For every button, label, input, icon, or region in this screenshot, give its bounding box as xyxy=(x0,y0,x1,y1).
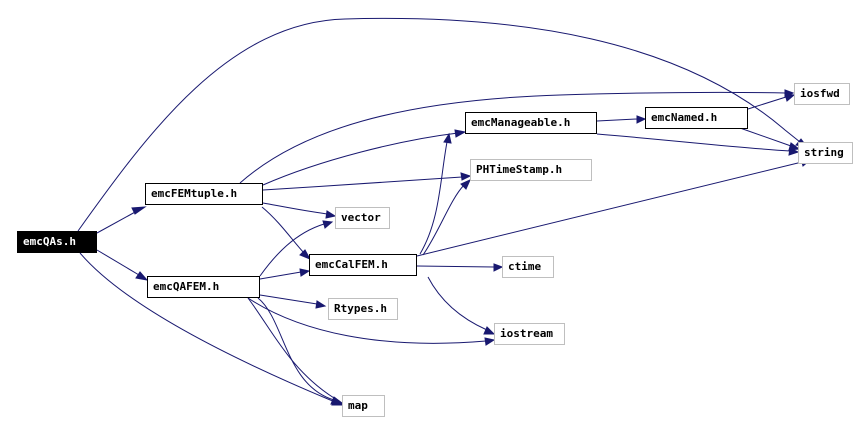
edge-emcCalFEM-iostream-arrowhead xyxy=(483,326,496,335)
node-emcFEMtuple[interactable]: emcFEMtuple.h xyxy=(145,183,263,205)
node-emcCalFEM[interactable]: emcCalFEM.h xyxy=(309,254,417,276)
edge-emcFEMtuple-PHTimeStamp-arrowhead xyxy=(460,172,472,181)
node-iosfwd: iosfwd xyxy=(794,83,850,105)
edge-emcFEMtuple-vector xyxy=(262,202,328,215)
edge-emcCalFEM-iostream xyxy=(427,276,488,331)
edge-emcQAs-string xyxy=(77,17,801,232)
edge-emcCalFEM-emcManageable xyxy=(419,141,448,255)
edge-emcFEMtuple-PHTimeStamp xyxy=(262,176,463,191)
edge-emcQAFEM-map-alt xyxy=(257,297,335,401)
node-emcNamed[interactable]: emcNamed.h xyxy=(645,107,748,129)
edge-emcManageable-emcNamed xyxy=(596,118,638,122)
node-emcManageable[interactable]: emcManageable.h xyxy=(465,112,597,134)
edge-emcCalFEM-emcManageable-arrowhead xyxy=(443,132,452,144)
edge-emcFEMtuple-iosfwd xyxy=(239,91,787,184)
edge-emcQAs-emcFEMtuple-arrowhead xyxy=(131,206,147,215)
edge-emcManageable-emcNamed-arrowhead xyxy=(636,115,647,124)
edge-emcQAFEM-vector xyxy=(259,223,325,277)
edge-emcQAFEM-vector-arrowhead xyxy=(322,220,334,229)
edge-emcQAFEM-Rtypes xyxy=(259,294,318,305)
node-iostream: iostream xyxy=(494,323,565,345)
node-Rtypes: Rtypes.h xyxy=(328,298,398,320)
node-ctime: ctime xyxy=(502,256,554,278)
edge-emcQAs-emcQAFEM xyxy=(96,249,140,276)
node-map: map xyxy=(342,395,385,417)
edge-emcQAFEM-iostream-arrowhead xyxy=(484,337,496,346)
edge-emcFEMtuple-emcCalFEM xyxy=(261,206,305,254)
edge-emcQAFEM-emcCalFEM-arrowhead xyxy=(299,268,311,277)
node-emcQAs[interactable]: emcQAs.h xyxy=(17,231,97,253)
edge-emcCalFEM-PHTimeStamp xyxy=(422,184,465,256)
edge-emcCalFEM-string xyxy=(416,161,803,257)
edge-emcNamed-string-arrowhead xyxy=(788,142,801,151)
edge-emcNamed-iosfwd xyxy=(747,96,787,110)
edge-emcCalFEM-ctime-arrowhead xyxy=(493,263,504,272)
edge-emcFEMtuple-emcManageable-arrowhead xyxy=(454,129,467,138)
edge-emcManageable-string xyxy=(596,133,791,152)
node-string: string xyxy=(798,142,853,164)
edge-emcCalFEM-PHTimeStamp-arrowhead xyxy=(460,179,471,190)
edge-emcQAs-emcQAFEM-arrowhead xyxy=(135,271,149,281)
edge-emcNamed-string xyxy=(739,127,792,147)
edge-emcQAFEM-Rtypes-arrowhead xyxy=(315,300,327,309)
edge-emcQAs-emcFEMtuple xyxy=(96,210,138,234)
edge-emcFEMtuple-emcCalFEM-arrowhead xyxy=(299,249,312,260)
edge-emcFEMtuple-emcManageable xyxy=(262,132,459,186)
node-PHTimeStamp: PHTimeStamp.h xyxy=(470,159,592,181)
edge-emcFEMtuple-vector-arrowhead xyxy=(325,210,337,219)
edge-emcCalFEM-ctime xyxy=(416,265,495,268)
edge-emcNamed-iosfwd-arrowhead xyxy=(784,93,796,102)
edge-emcQAFEM-emcCalFEM xyxy=(259,271,302,280)
edge-emcQAFEM-map-arrowhead xyxy=(330,396,344,405)
node-vector: vector xyxy=(335,207,390,229)
edge-emcQAs-map xyxy=(79,252,336,403)
node-emcQAFEM[interactable]: emcQAFEM.h xyxy=(147,276,260,298)
edge-emcQAFEM-map xyxy=(247,297,335,399)
